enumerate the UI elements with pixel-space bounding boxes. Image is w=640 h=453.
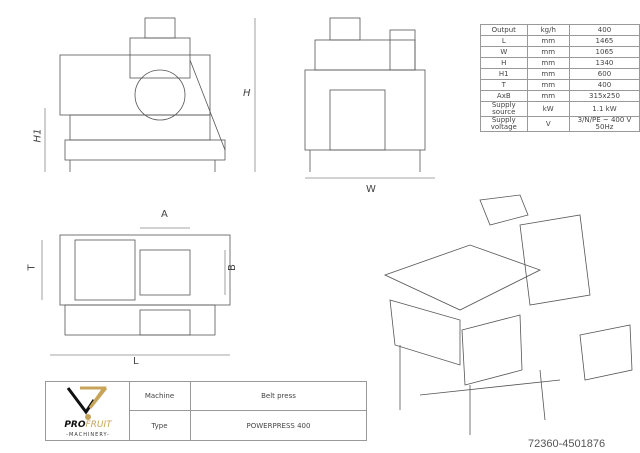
spec-value: 1340 — [568, 57, 640, 69]
spec-parameter: Supply voltage — [480, 116, 528, 132]
machine-value: Belt press — [191, 382, 366, 411]
top-view-drawing — [41, 227, 231, 356]
spec-value: 400 — [568, 24, 640, 36]
isometric-view-drawing — [383, 194, 633, 435]
dimension-label-t: T — [26, 264, 38, 271]
spec-parameter: Output — [480, 24, 528, 36]
spec-value: 600 — [568, 68, 640, 80]
type-value: POWERPRESS 400 — [246, 421, 311, 430]
spec-value: 1465 — [568, 35, 640, 47]
company-logo: PROFRUIT -MACHINERY- — [46, 382, 130, 440]
front-view-drawing — [44, 17, 256, 172]
spec-parameter: L — [480, 35, 528, 47]
machine-label: Machine — [129, 382, 191, 411]
spec-parameter: Supply source — [480, 101, 528, 117]
side-view-drawing — [304, 17, 435, 179]
spec-value: 315x250 — [568, 90, 640, 102]
spec-value: 400 — [568, 79, 640, 91]
dimension-label-b: B — [226, 264, 238, 271]
spec-unit: kg/h — [526, 24, 570, 36]
dimension-label-h: H — [243, 88, 251, 99]
spec-parameter: H1 — [480, 68, 528, 80]
spec-parameter: T — [480, 79, 528, 91]
spec-unit: mm — [526, 68, 570, 80]
spec-unit: mm — [526, 35, 570, 47]
spec-unit: mm — [526, 90, 570, 102]
watermark-id: 72360-4501876 — [528, 438, 606, 450]
dimension-label-h1: H1 — [32, 128, 44, 143]
spec-parameter: W — [480, 46, 528, 58]
spec-unit: V — [526, 116, 570, 132]
spec-value: 1065 — [568, 46, 640, 58]
spec-unit: mm — [526, 57, 570, 69]
title-block: PROFRUIT -MACHINERY- Machine Belt press … — [45, 381, 367, 441]
spec-parameter: AxB — [480, 90, 528, 102]
brand-name: PROFRUIT — [64, 420, 112, 430]
spec-unit: mm — [526, 79, 570, 91]
dimension-label-a: A — [161, 209, 168, 220]
dimension-label-l: L — [133, 356, 139, 367]
spec-unit: mm — [526, 46, 570, 58]
brand-subtitle: -MACHINERY- — [66, 432, 110, 438]
type-label: Type — [129, 411, 191, 440]
spec-value: 1.1 kW — [568, 101, 640, 117]
spec-parameter: H — [480, 57, 528, 69]
logo-mark-icon — [66, 386, 108, 420]
spec-value: 3/N/PE ~ 400 V 50Hz — [568, 116, 640, 132]
spec-unit: kW — [526, 101, 570, 117]
dimension-label-w: W — [366, 184, 376, 195]
